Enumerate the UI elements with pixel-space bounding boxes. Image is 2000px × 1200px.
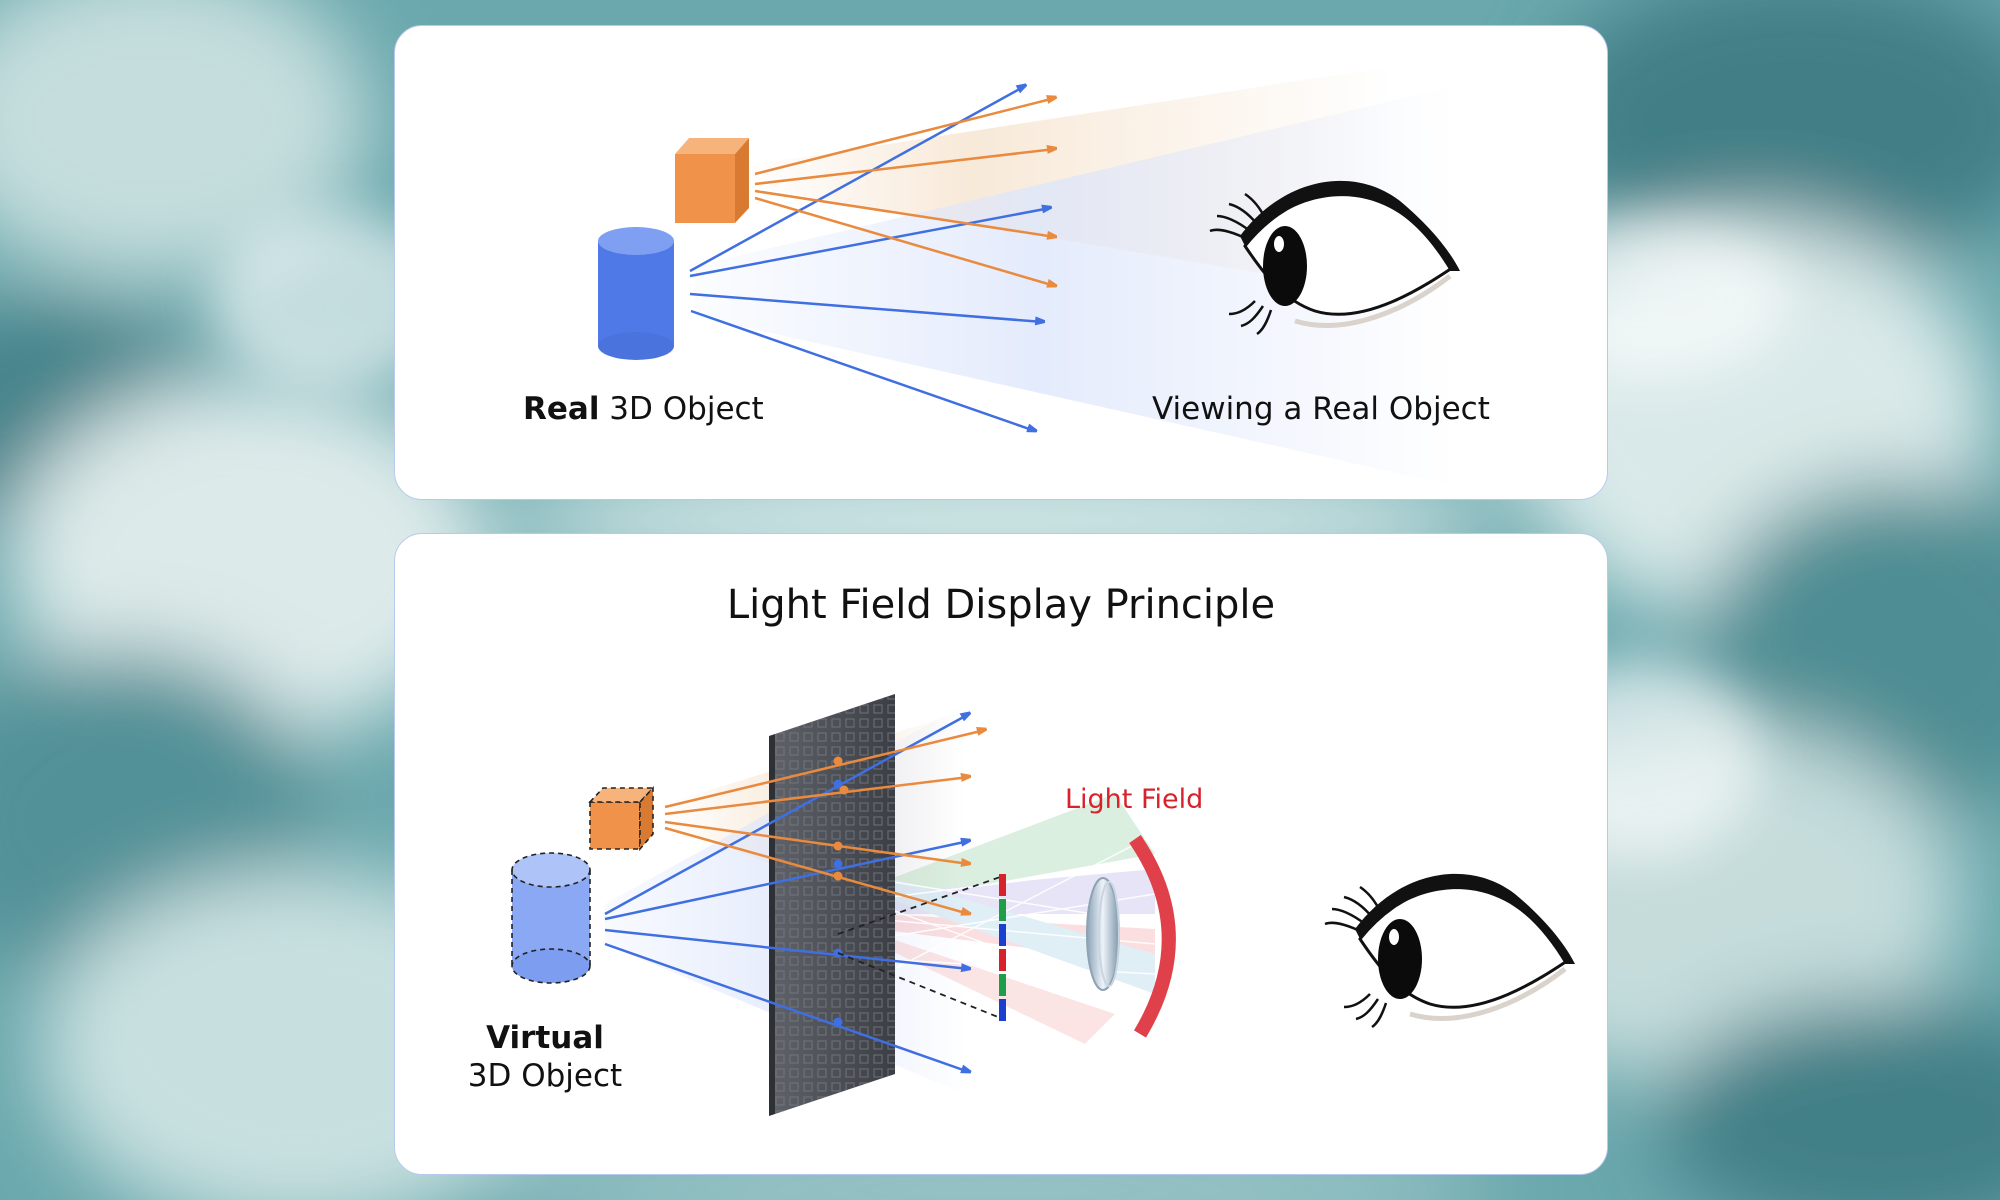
rgb-subpixel-column bbox=[999, 874, 1006, 1021]
light-field-panel: Light Field Display Principle Light Fiel… bbox=[394, 533, 1608, 1175]
light-field-label: Light Field bbox=[1065, 784, 1204, 815]
real-object-panel: Real 3D Object Viewing a Real Object bbox=[394, 25, 1608, 500]
display-panel-icon bbox=[769, 694, 895, 1116]
cube-icon bbox=[675, 138, 749, 223]
orange-rays-virtual bbox=[664, 730, 985, 914]
virtual-label-bold: Virtual bbox=[486, 1020, 604, 1056]
virtual-cylinder-icon bbox=[511, 852, 591, 984]
eye-icon bbox=[1324, 873, 1575, 1029]
cylinder-icon bbox=[598, 227, 674, 360]
viewing-real-object-label: Viewing a Real Object bbox=[1152, 391, 1490, 427]
virtual-label-rest: 3D Object bbox=[467, 1058, 623, 1094]
orange-rays bbox=[754, 98, 1055, 286]
blue-rays-virtual bbox=[604, 714, 969, 1072]
light-field-diagram bbox=[511, 694, 1575, 1116]
diagram-title: Light Field Display Principle bbox=[726, 582, 1276, 628]
real-object-label: Real 3D Object bbox=[523, 391, 764, 427]
blue-rays bbox=[689, 86, 1050, 431]
virtual-cube-icon bbox=[588, 785, 655, 852]
virtual-object-label: Virtual 3D Object bbox=[455, 1019, 635, 1095]
lens-icon bbox=[1086, 877, 1120, 991]
real-object-diagram bbox=[598, 66, 1460, 486]
light-field-arc bbox=[1129, 835, 1176, 1038]
eye-icon bbox=[1209, 180, 1460, 336]
